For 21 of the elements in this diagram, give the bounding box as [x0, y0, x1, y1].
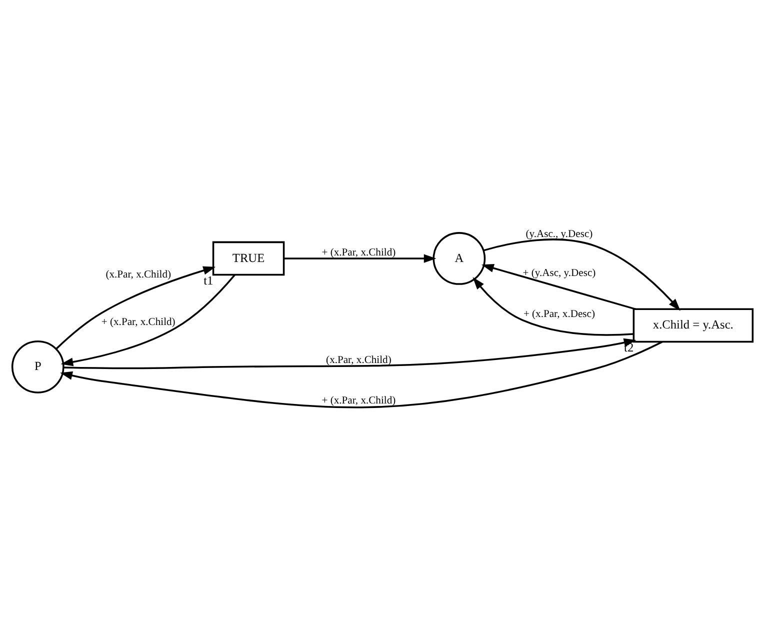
edge-label: + (x.Par, x.Child) [322, 246, 396, 258]
node-circle: P [11, 340, 64, 393]
edge-label: + (x.Par, x.Desc) [523, 308, 595, 320]
arrow [284, 254, 436, 262]
node-box: x.Child = y.Asc. [632, 308, 754, 342]
edge-label: (x.Par, x.Child) [326, 354, 392, 366]
edge-label: (y.Asc., y.Desc) [526, 228, 593, 240]
arrow [472, 276, 634, 336]
edge-label: + (x.Par, x.Child) [101, 316, 176, 328]
arrow [60, 340, 663, 408]
arrow [483, 238, 680, 310]
arrow [481, 263, 636, 310]
arrow [60, 274, 236, 366]
arrow [56, 266, 216, 349]
node-label: t1 [204, 273, 214, 288]
edge-label: + (x.Par, x.Child) [322, 395, 396, 406]
node-circle: A [432, 232, 486, 284]
node-box: TRUE [212, 240, 285, 276]
arrow [63, 338, 636, 369]
edge-label: (x.Par, x.Child) [106, 269, 172, 280]
edge-label: + (y.Asc, y.Desc) [522, 267, 596, 278]
